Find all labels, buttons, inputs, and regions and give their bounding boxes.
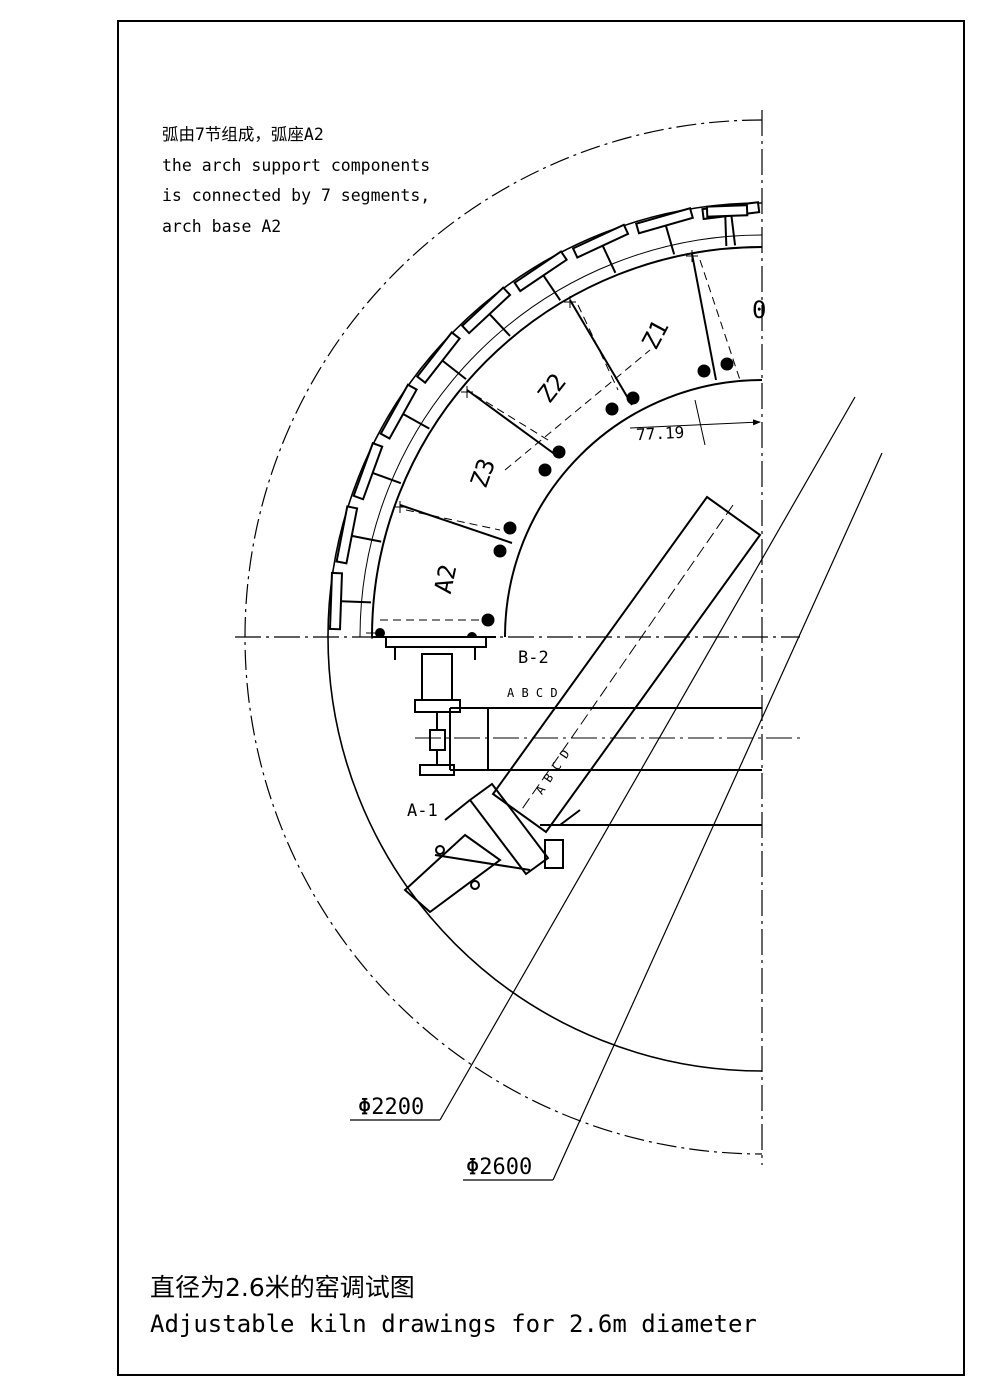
label-phi2600: Φ2600	[466, 1155, 532, 1180]
label-phi2200: Φ2200	[358, 1095, 424, 1120]
segment-dashed-lines	[380, 259, 741, 621]
note-en-line1: the arch support components	[162, 155, 431, 175]
dimension-77-19	[629, 399, 761, 446]
bolt-dots	[375, 357, 734, 642]
title-cn: 直径为2.6米的窑调试图	[150, 1273, 415, 1302]
drawing-title: 直径为2.6米的窑调试图 Adjustable kiln drawings fo…	[150, 1270, 757, 1342]
segment-label-a2: A2	[429, 562, 462, 596]
note-cn: 弧由7节组成，弧座A2	[162, 125, 324, 144]
drawing-frame	[117, 20, 965, 1376]
dimension-label: 77.19	[636, 423, 685, 444]
label-b2: B-2	[518, 648, 549, 668]
bracket-b2	[385, 636, 487, 776]
diameter-leaders	[350, 396, 883, 1181]
outer-support-plates	[328, 201, 761, 631]
label-abcd-top: A B C D	[507, 686, 558, 700]
segment-label-z2: Z2	[532, 368, 572, 408]
segment-dividers	[372, 253, 717, 638]
outer-circle-phi2600	[244, 119, 763, 1155]
diagonal-column	[403, 495, 762, 914]
label-abcd-diag: A B C D	[533, 747, 573, 797]
note-en-line3: arch base A2	[162, 216, 282, 236]
segment-label-z1: Z1	[636, 315, 674, 354]
label-a1: A-1	[407, 801, 438, 821]
note-en-line2: is connected by 7 segments,	[162, 186, 431, 205]
segment-label-0: 0	[752, 296, 766, 324]
title-en: Adjustable kiln drawings for 2.6m diamet…	[150, 1310, 757, 1338]
divider-markers	[366, 250, 698, 639]
segment-label-z3: Z3	[465, 455, 501, 492]
arch-band	[359, 234, 763, 638]
horizontal-beam	[415, 707, 800, 826]
note-block: 弧由7节组成，弧座A2 the arch support components …	[162, 120, 430, 242]
